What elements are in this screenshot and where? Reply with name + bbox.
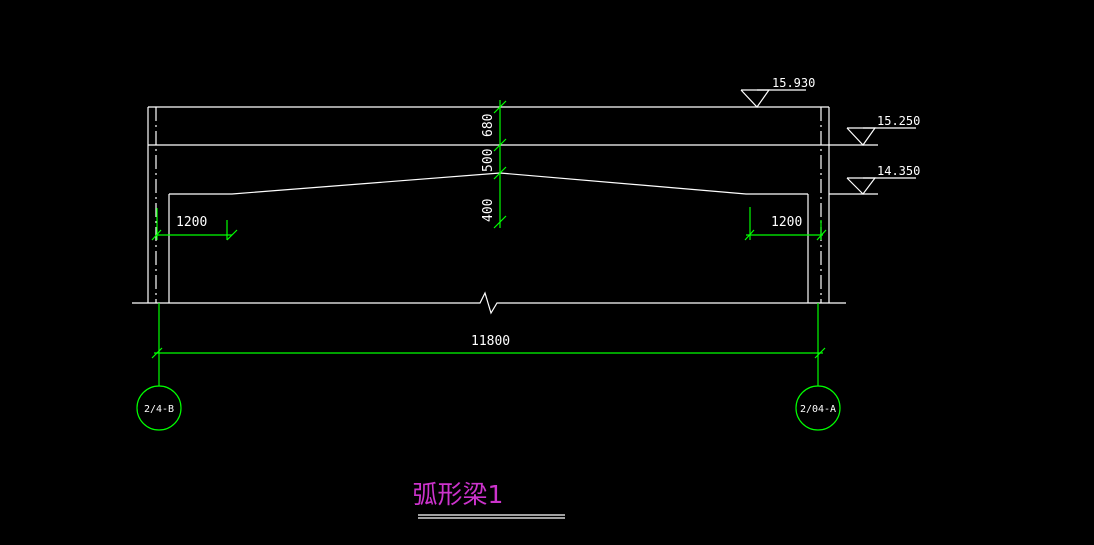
elevation-marker-low: 14.350 [846,164,920,195]
elevation-marker-mid: 15.250 [846,114,920,146]
elevation-label-mid: 15.250 [877,114,920,128]
dim-text-500: 500 [481,149,496,172]
tick-173 [493,166,507,180]
axis-label-right: 2/04-A [800,404,836,415]
right-dim-text: 1200 [771,215,802,230]
dim-text-680: 680 [481,114,496,137]
floor-line-with-break [132,291,846,315]
tick-145 [493,138,507,152]
axis-label-left: 2/4-B [144,404,174,415]
span-dim-tick-a [151,347,163,359]
axis-right: 2/04-A [795,303,841,431]
tick-222 [493,215,507,229]
elevation-triangle-top [740,89,771,108]
dim-text-400: 400 [481,199,496,222]
elevation-label-top: 15.930 [772,76,815,90]
elevation-marker-top: 15.930 [740,76,815,108]
elevation-triangle-mid [846,127,877,146]
axis-bubble-right [795,385,841,431]
left-dim-tick-b [226,229,238,241]
title-text: 弧形梁1 [413,480,504,509]
tick-107 [493,100,507,114]
right-dimension-1200: 1200 [744,207,827,241]
span-dim-tick-b [814,347,826,359]
span-dim-text: 11800 [471,334,510,349]
left-dim-text: 1200 [176,215,207,230]
axis-left: 2/4-B [136,303,182,431]
elevation-label-low: 14.350 [877,164,920,178]
axis-bubble-left [136,385,182,431]
vertical-dimension-chain: 680 500 400 [481,100,507,229]
drawing-title: 弧形梁1 [413,480,565,519]
left-dimension-1200: 1200 [151,208,238,241]
elevation-triangle-low [846,177,877,195]
span-dimension-11800: 11800 [151,334,826,359]
